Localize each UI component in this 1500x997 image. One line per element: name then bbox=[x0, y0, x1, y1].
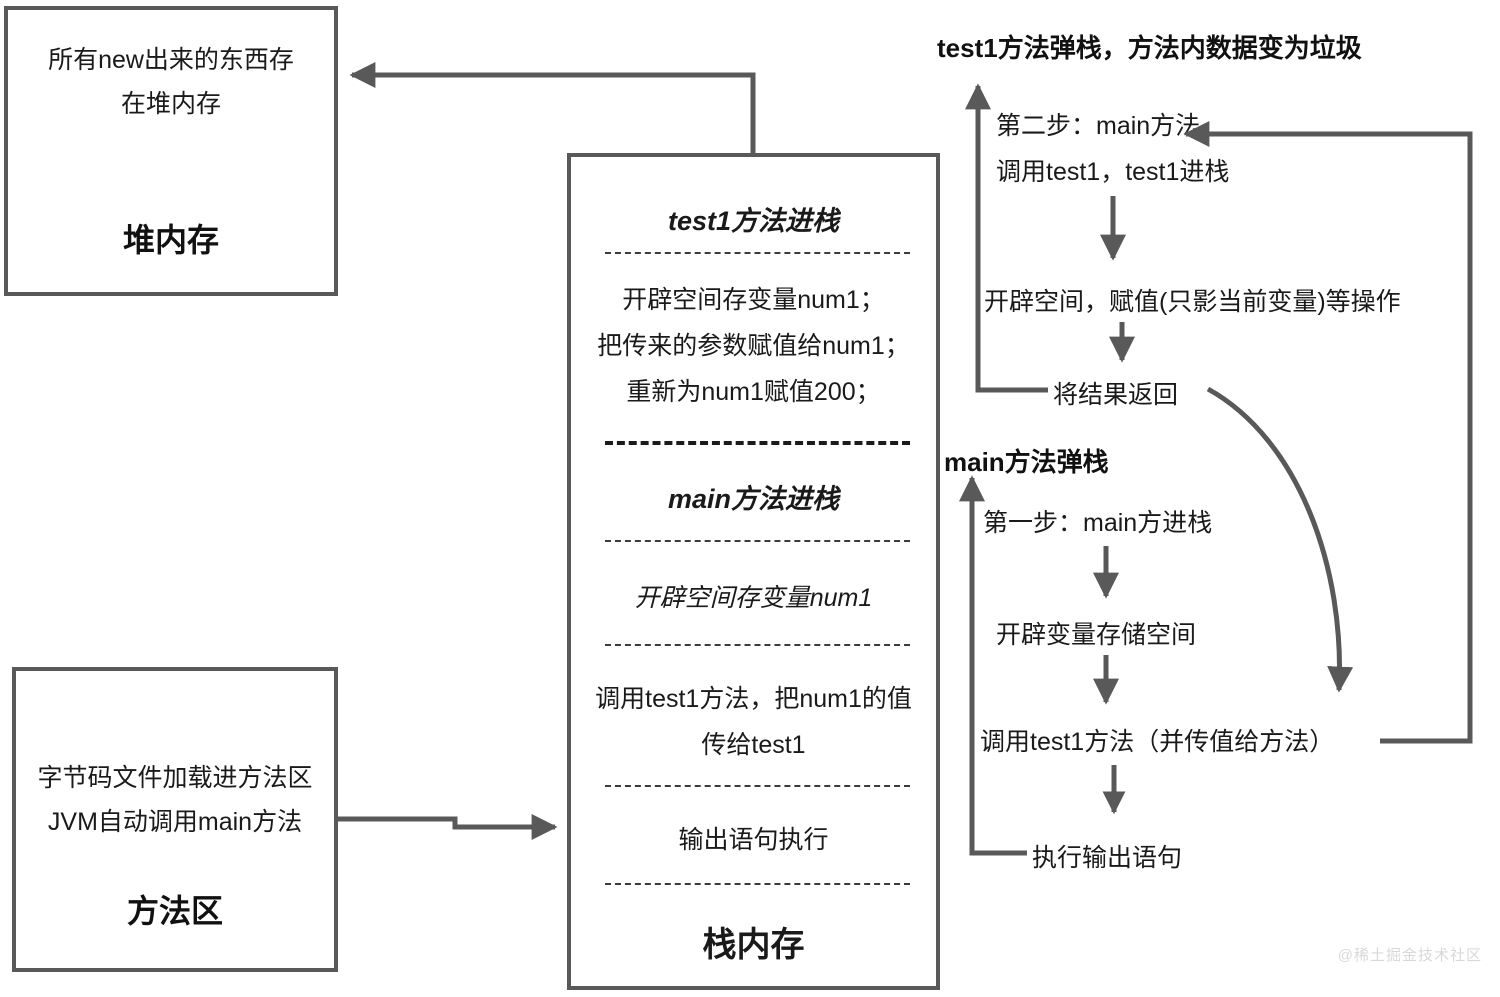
stack-cell-test1-frame-header: test1方法进栈 bbox=[667, 206, 840, 236]
flow-label-exec-print: 执行输出语句 bbox=[1032, 844, 1183, 872]
heap-description-line2: 在堆内存 bbox=[120, 90, 221, 118]
stack-cell-main-frame-call-line2: 传给test1 bbox=[701, 731, 806, 759]
method-area-line2: JVM自动调用main方法 bbox=[47, 808, 303, 836]
arrow-call-test1-loop-to-step2 bbox=[1183, 121, 1473, 744]
stack-cell-main-frame-print: 输出语句执行 bbox=[678, 826, 829, 854]
flow-label-call-test1: 调用test1方法（并传值给方法） bbox=[980, 728, 1335, 756]
method-area-box: 字节码文件加载进方法区 JVM自动调用main方法 方法区 bbox=[12, 667, 338, 972]
stack-separator-2 bbox=[605, 441, 910, 445]
arrow-stack-to-heap bbox=[349, 62, 756, 153]
watermark: @稀土掘金技术社区 bbox=[1337, 947, 1482, 964]
heap-title: 堆内存 bbox=[122, 222, 219, 258]
stack-cell-test1-frame-body-line3: 重新为num1赋值200； bbox=[626, 378, 881, 406]
flow-label-pop-main: main方法弹栈 bbox=[944, 447, 1109, 477]
stack-cell-main-frame-var: 开辟空间存变量num1 bbox=[634, 584, 873, 612]
stack-cell-test1-frame-body-line1: 开辟空间存变量num1； bbox=[622, 286, 885, 314]
stack-separator-3 bbox=[605, 540, 910, 542]
stack-separator-6 bbox=[605, 883, 910, 885]
stack-cell-test1-frame-body-line2: 把传来的参数赋值给num1； bbox=[597, 332, 910, 360]
stack-title: 栈内存 bbox=[702, 926, 805, 964]
flow-label-pop-test1: test1方法弹栈，方法内数据变为垃圾 bbox=[937, 33, 1362, 63]
heap-memory-box: 所有new出来的东西存 在堆内存 堆内存 bbox=[4, 6, 338, 296]
flow-label-alloc-var: 开辟变量存储空间 bbox=[996, 621, 1197, 649]
flow-label-step1: 第一步：main方进栈 bbox=[983, 509, 1213, 537]
heap-description: 所有new出来的东西存 在堆内存 bbox=[8, 38, 334, 126]
arrow-return-curve-to-call-test1 bbox=[1206, 386, 1354, 693]
heap-description-line1: 所有new出来的东西存 bbox=[48, 46, 294, 74]
stack-separator-1 bbox=[605, 252, 910, 254]
stack-cell-main-frame-call-line1: 调用test1方法，把num1的值 bbox=[595, 685, 912, 713]
stack-cell-main-frame-header: main方法进栈 bbox=[667, 484, 840, 514]
stack-separator-4 bbox=[605, 644, 910, 646]
stack-separator-5 bbox=[605, 785, 910, 787]
stack-memory-box: test1方法进栈 开辟空间存变量num1； 把传来的参数赋值给num1； 重新… bbox=[567, 153, 940, 990]
flow-label-step2-line1: 第二步：main方法 bbox=[996, 112, 1201, 140]
flow-label-step2-line2: 调用test1，test1进栈 bbox=[996, 158, 1230, 186]
method-area-title: 方法区 bbox=[126, 893, 223, 929]
flow-label-return-result: 将结果返回 bbox=[1053, 381, 1179, 409]
method-area-description: 字节码文件加载进方法区 JVM自动调用main方法 bbox=[16, 756, 334, 844]
arrow-method-area-to-stack bbox=[338, 814, 558, 840]
flow-label-alloc-assign: 开辟空间，赋值(只影当前变量)等操作 bbox=[984, 288, 1401, 316]
method-area-line1: 字节码文件加载进方法区 bbox=[37, 764, 313, 792]
